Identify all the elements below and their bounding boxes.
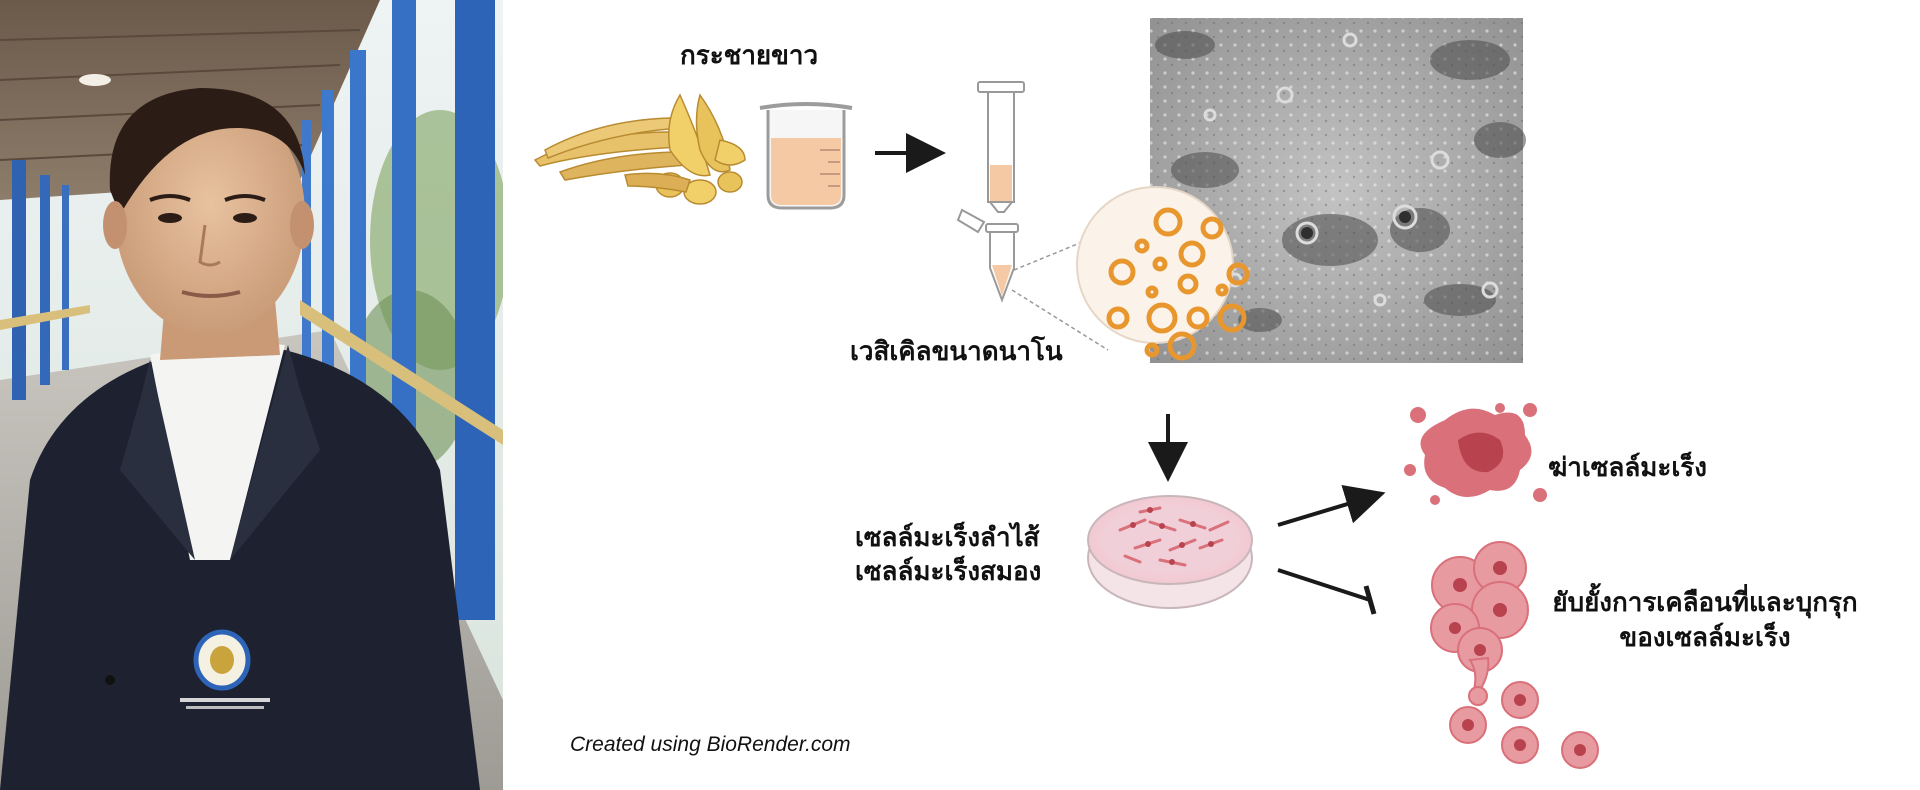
vesicle-zoom-icon: [1076, 186, 1250, 361]
inhibit-arrow: [1277, 568, 1377, 615]
petri-dish-icon: [1087, 495, 1253, 609]
cell-line-label-1: เซลล์มะเร็งลำไส้: [855, 523, 1040, 553]
nanovesicle-label: เวสิเคิลขนาดนาโน: [850, 337, 1063, 367]
portrait-photo: [0, 0, 503, 790]
beaker-icon: [759, 102, 853, 210]
credit-text: Created using BioRender.com: [570, 733, 851, 756]
cell-line-label-2: เซลล์มะเร็งสมอง: [855, 557, 1042, 587]
arrow-to-kill: [1277, 484, 1386, 527]
outcome-inhibit-label-1: ยับยั้งการเคลือนที่และบุกรุก: [1552, 588, 1858, 618]
outcome-inhibit-label-2: ของเซลล์มะเร็ง: [1619, 623, 1791, 653]
spin-column-icon: [977, 81, 1025, 213]
ingredient-label: กระชายขาว: [680, 41, 819, 71]
fingerroot-rhizome-icon: [533, 93, 746, 205]
tube-icon: [956, 208, 1019, 303]
outcome-kill-label: ฆ่าเซลล์มะเร็ง: [1548, 453, 1707, 483]
dead-cell-icon: [1404, 403, 1547, 505]
cell-cluster-icon: [1430, 541, 1599, 769]
